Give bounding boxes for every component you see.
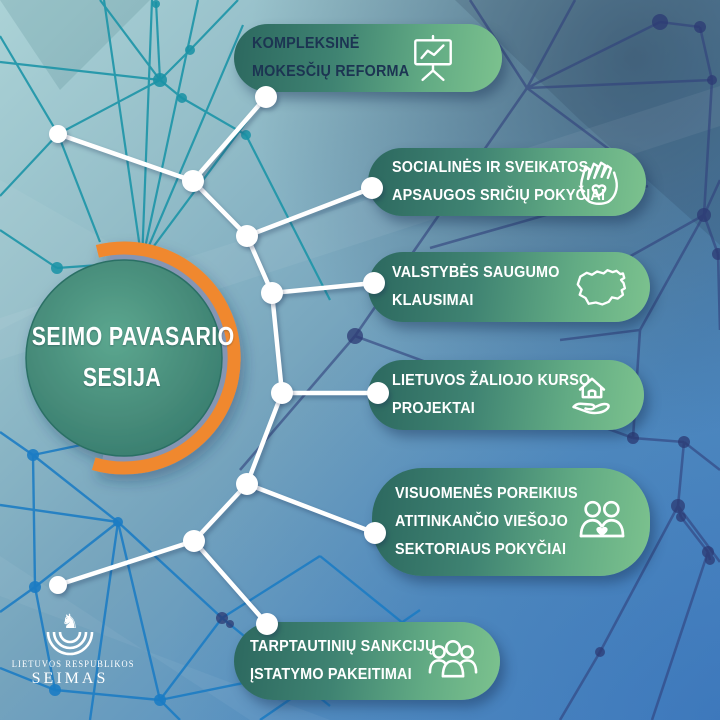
- vytis-knight-icon: ♞: [61, 609, 79, 633]
- topic-line: TARPTAUTINIŲ SANKCIJŲ: [250, 638, 436, 655]
- topic-label: VISUOMENĖS POREIKIUS ATITINKANČIO VIEŠOJ…: [395, 480, 578, 564]
- couple-heart-icon: [574, 494, 630, 550]
- topic-label: KOMPLEKSINĖ MOKESČIŲ REFORMA: [252, 30, 409, 86]
- session-title-line1: SEIMO PAVASARIO: [31, 321, 235, 351]
- topic-pill-social-health: SOCIALINĖS IR SVEIKATOS APSAUGOS SRIČIŲ …: [368, 148, 646, 216]
- topic-line: SEKTORIAUS POKYČIAI: [395, 541, 567, 558]
- topic-line: MOKESČIŲ REFORMA: [252, 63, 410, 80]
- topic-pill-public-sector: VISUOMENĖS POREIKIUS ATITINKANČIO VIEŠOJ…: [372, 468, 650, 576]
- topic-label: TARPTAUTINIŲ SANKCIJŲ ĮSTATYMO PAKEITIMA…: [250, 633, 436, 689]
- topic-line: APSAUGOS SRIČIŲ POKYČIAI: [392, 187, 606, 204]
- house-in-hand-icon: [566, 369, 618, 421]
- topic-line: SOCIALINĖS IR SVEIKATOS: [392, 159, 589, 176]
- topic-pill-sanctions: TARPTAUTINIŲ SANKCIJŲ ĮSTATYMO PAKEITIMA…: [234, 622, 500, 700]
- topic-line: ĮSTATYMO PAKEITIMAI: [250, 666, 412, 683]
- topic-pill-state-security: VALSTYBĖS SAUGUMO KLAUSIMAI: [368, 252, 650, 322]
- topic-pill-green-course: LIETUVOS ŽALIOJO KURSO PROJEKTAI: [368, 360, 644, 430]
- logo-text-seimas: SEIMAS: [31, 670, 109, 687]
- topic-line: VISUOMENĖS POREIKIUS: [395, 485, 578, 502]
- caring-hands-heart-icon: [574, 157, 624, 207]
- presentation-chart-icon: [408, 33, 458, 83]
- lithuania-map-icon: [570, 261, 632, 313]
- session-title-line2: SESIJA: [82, 362, 162, 392]
- topic-label: VALSTYBĖS SAUGUMO KLAUSIMAI: [392, 259, 560, 315]
- topic-label: LIETUVOS ŽALIOJO KURSO PROJEKTAI: [392, 367, 590, 423]
- topic-line: KLAUSIMAI: [392, 292, 474, 309]
- seimas-logo: ♞ LIETUVOS RESPUBLIKOS SEIMAS: [8, 609, 135, 688]
- logo-text-republic: LIETUVOS RESPUBLIKOS: [11, 659, 135, 669]
- people-group-icon: [426, 634, 480, 688]
- topic-line: ATITINKANČIO VIEŠOJO: [395, 513, 568, 530]
- topic-line: VALSTYBĖS SAUGUMO: [392, 264, 560, 281]
- teal-network-dots: [51, 0, 251, 274]
- session-title: SEIMO PAVASARIO SESIJA: [31, 316, 235, 398]
- topic-line: LIETUVOS ŽALIOJO KURSO: [392, 372, 591, 389]
- topic-pill-tax-reform: KOMPLEKSINĖ MOKESČIŲ REFORMA: [234, 24, 502, 92]
- topic-line: PROJEKTAI: [392, 400, 475, 417]
- topic-label: SOCIALINĖS IR SVEIKATOS APSAUGOS SRIČIŲ …: [392, 154, 605, 210]
- seimas-arcs-icon: [46, 631, 94, 656]
- topic-line: KOMPLEKSINĖ: [252, 35, 360, 52]
